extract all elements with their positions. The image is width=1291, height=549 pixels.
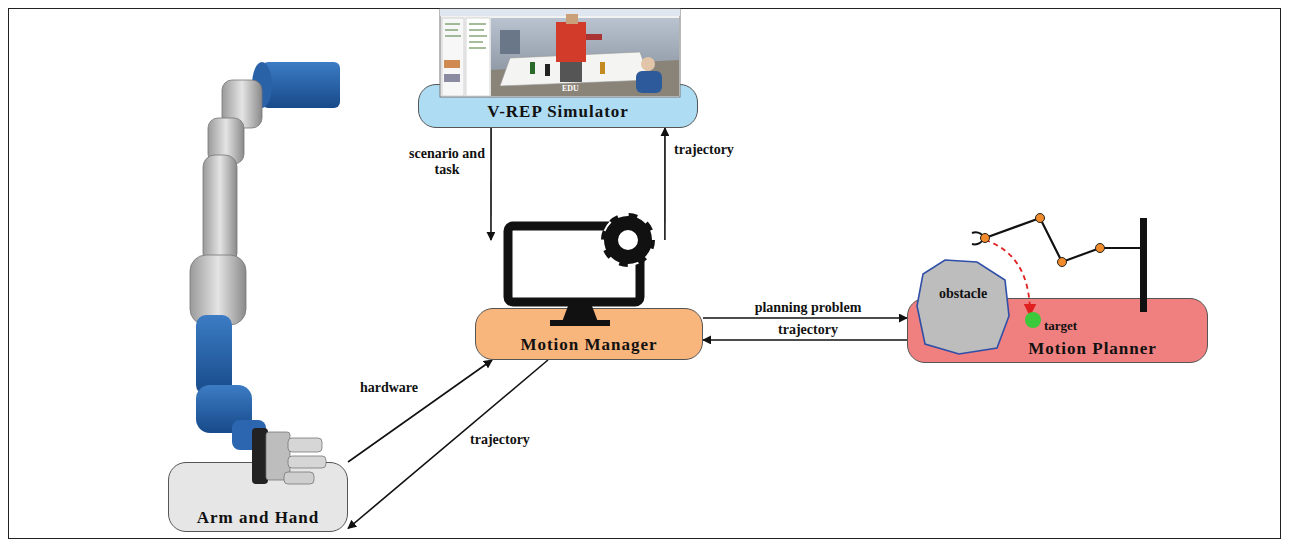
edge-label: scenario and task	[408, 146, 486, 178]
connector-arrow	[703, 339, 907, 341]
connector-arrow	[703, 317, 907, 319]
obstacle-outline	[915, 258, 1011, 356]
watermark: EDU	[562, 84, 579, 93]
hardware-box: Arm and Hand	[168, 462, 348, 532]
obstacle-shape: obstacle	[915, 258, 1011, 356]
edge-label: trajectory	[470, 432, 560, 448]
edge-label: trajectory	[718, 322, 898, 338]
manager-box: Motion Manager	[475, 240, 703, 360]
edge-label: hardware	[330, 380, 418, 396]
target-label: target	[1044, 318, 1077, 334]
node-label: obstacle	[915, 284, 1011, 304]
edge-label: trajectory	[674, 142, 764, 158]
node-label: Motion Manager	[475, 335, 703, 355]
simulator-box: V-REP Simulator	[418, 84, 698, 128]
node-label: Arm and Hand	[168, 508, 348, 528]
node-label: V-REP Simulator	[418, 102, 698, 122]
connector-arrow	[490, 128, 492, 240]
edge-label: planning problem	[718, 300, 898, 316]
connector-arrow	[664, 128, 666, 240]
